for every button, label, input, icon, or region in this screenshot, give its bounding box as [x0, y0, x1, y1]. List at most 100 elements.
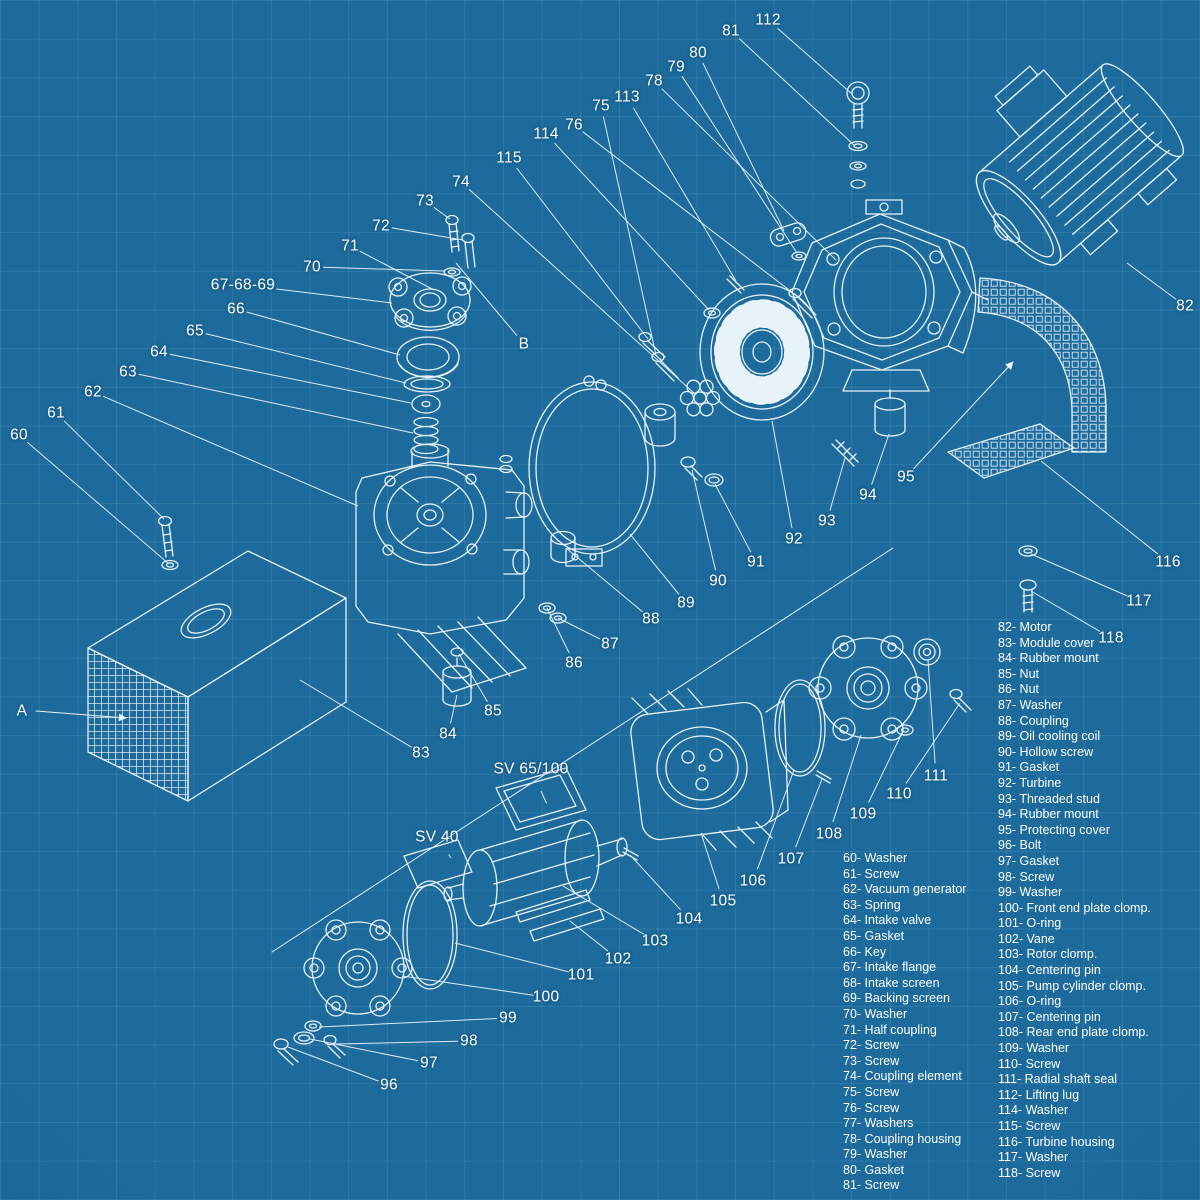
legend-item-67: 67- Intake flange — [843, 960, 937, 975]
callout-94: 94 — [859, 486, 877, 504]
assembly-axis-line — [271, 547, 894, 953]
legend-item-71: 71- Half coupling — [843, 1022, 937, 1037]
callout-103: 103 — [641, 932, 669, 950]
callout-92: 92 — [785, 530, 803, 548]
legend-item-62: 62- Vacuum generator — [843, 882, 967, 897]
callout-117: 117 — [1126, 592, 1152, 610]
legend-item-88: 88- Coupling — [998, 713, 1069, 728]
callout-60: 60 — [10, 426, 28, 444]
legend-item-70: 70- Washer — [843, 1006, 908, 1021]
sv-40-plate-art — [403, 839, 473, 889]
callout-91: 91 — [747, 553, 765, 571]
coupling-element-art — [679, 379, 721, 417]
callout-sv-40: SV 40 — [415, 828, 459, 846]
legend-item-75: 75- Screw — [843, 1084, 900, 1099]
washer-117-screw-118-art — [1018, 545, 1038, 613]
legend-item-87: 87- Washer — [998, 697, 1063, 712]
callout-104: 104 — [675, 910, 703, 928]
legend-item-107: 107- Centering pin — [998, 1009, 1101, 1024]
sv-65-100-plate-art — [495, 767, 587, 831]
callout-74: 74 — [452, 173, 470, 191]
callout-76: 76 — [565, 116, 583, 134]
legend-item-82: 82- Motor — [998, 620, 1052, 634]
legend-item-118: 118- Screw — [998, 1165, 1061, 1180]
legend-item-78: 78- Coupling housing — [843, 1131, 962, 1146]
legend-item-81: 81- Screw — [843, 1178, 900, 1193]
callout-101: 101 — [567, 966, 595, 984]
callout-106: 106 — [739, 872, 767, 890]
legend-item-92: 92- Turbine — [998, 775, 1062, 790]
callout-88: 88 — [642, 610, 660, 628]
callout-100: 100 — [532, 988, 560, 1006]
callout-87: 87 — [601, 635, 619, 653]
legend-item-94: 94- Rubber mount — [998, 807, 1099, 822]
legend-item-77: 77- Washers — [843, 1116, 914, 1131]
callout-86: 86 — [565, 654, 583, 672]
threaded-stud-93-art — [831, 439, 859, 467]
legend-item-98: 98- Screw — [998, 869, 1055, 884]
legend-item-73: 73- Screw — [843, 1053, 900, 1068]
centering-pin-107-art — [815, 770, 832, 784]
callout-62: 62 — [84, 383, 102, 401]
callout-67-68-69: 67-68-69 — [210, 276, 276, 294]
callout-81: 81 — [722, 22, 740, 40]
callout-85: 85 — [484, 702, 502, 720]
motor-art — [975, 63, 1184, 266]
callout-80: 80 — [689, 44, 707, 62]
callout-107: 107 — [777, 850, 805, 868]
legend-item-76: 76- Screw — [843, 1100, 900, 1115]
legend-item-97: 97- Gasket — [998, 853, 1060, 868]
callout-116: 116 — [1155, 553, 1181, 571]
legend-item-90: 90- Hollow screw — [998, 744, 1094, 759]
legend-item-80: 80- Gasket — [843, 1162, 905, 1177]
callout-sv-65-100: SV 65/100 — [493, 760, 569, 778]
callout-66: 66 — [227, 300, 245, 318]
callout-71: 71 — [341, 237, 359, 255]
legend-item-60: 60- Washer — [843, 851, 908, 865]
callout-63: 63 — [119, 363, 137, 381]
coupling-housing-art — [791, 199, 989, 392]
legend-item-115: 115- Screw — [998, 1119, 1061, 1133]
callout-105: 105 — [709, 892, 737, 910]
legend-item-100: 100- Front end plate clomp. — [998, 900, 1151, 915]
callout-64: 64 — [150, 343, 168, 361]
legend-item-84: 84- Rubber mount — [998, 651, 1099, 666]
callout-98: 98 — [460, 1032, 478, 1050]
callout-95: 95 — [897, 468, 915, 486]
pump-cylinder-art — [630, 688, 789, 851]
legend-item-93: 93- Threaded stud — [998, 791, 1100, 806]
callout-79: 79 — [667, 58, 685, 76]
coupling-art — [644, 403, 676, 447]
oil-cooling-coil-art — [528, 375, 656, 567]
callout-112: 112 — [755, 11, 781, 29]
vane-art — [515, 889, 605, 942]
legend-item-109: 109- Washer — [998, 1041, 1070, 1056]
callout-102: 102 — [604, 950, 632, 968]
legend-item-63: 63- Spring — [843, 897, 901, 912]
callout-83: 83 — [412, 744, 430, 762]
screw-110-art — [949, 688, 972, 713]
callout-115: 115 — [496, 149, 522, 167]
rubber-mount-84-art — [442, 647, 472, 707]
o-ring-106-art — [774, 679, 826, 777]
callout-99: 99 — [499, 1009, 517, 1027]
callout-93: 93 — [818, 512, 836, 530]
leader-lines — [26, 27, 1177, 1082]
callout-109: 109 — [849, 805, 877, 823]
legend-item-112: 112- Lifting lug — [998, 1087, 1080, 1102]
callout-110: 110 — [886, 785, 912, 803]
callout-70: 70 — [303, 258, 321, 276]
legend-item-69: 69- Backing screen — [843, 991, 951, 1006]
callout-108: 108 — [815, 825, 843, 843]
legend-item-99: 99- Washer — [998, 885, 1063, 900]
washer-109-art — [896, 724, 914, 736]
callout-113: 113 — [614, 88, 640, 106]
legend-item-103: 103- Rotor clomp. — [998, 947, 1098, 962]
rear-end-plate-art — [808, 635, 928, 741]
callout-111: 111 — [923, 767, 949, 785]
legend-item-116: 116- Turbine housing — [998, 1134, 1115, 1149]
legend-item-101: 101- O-ring — [998, 916, 1062, 931]
